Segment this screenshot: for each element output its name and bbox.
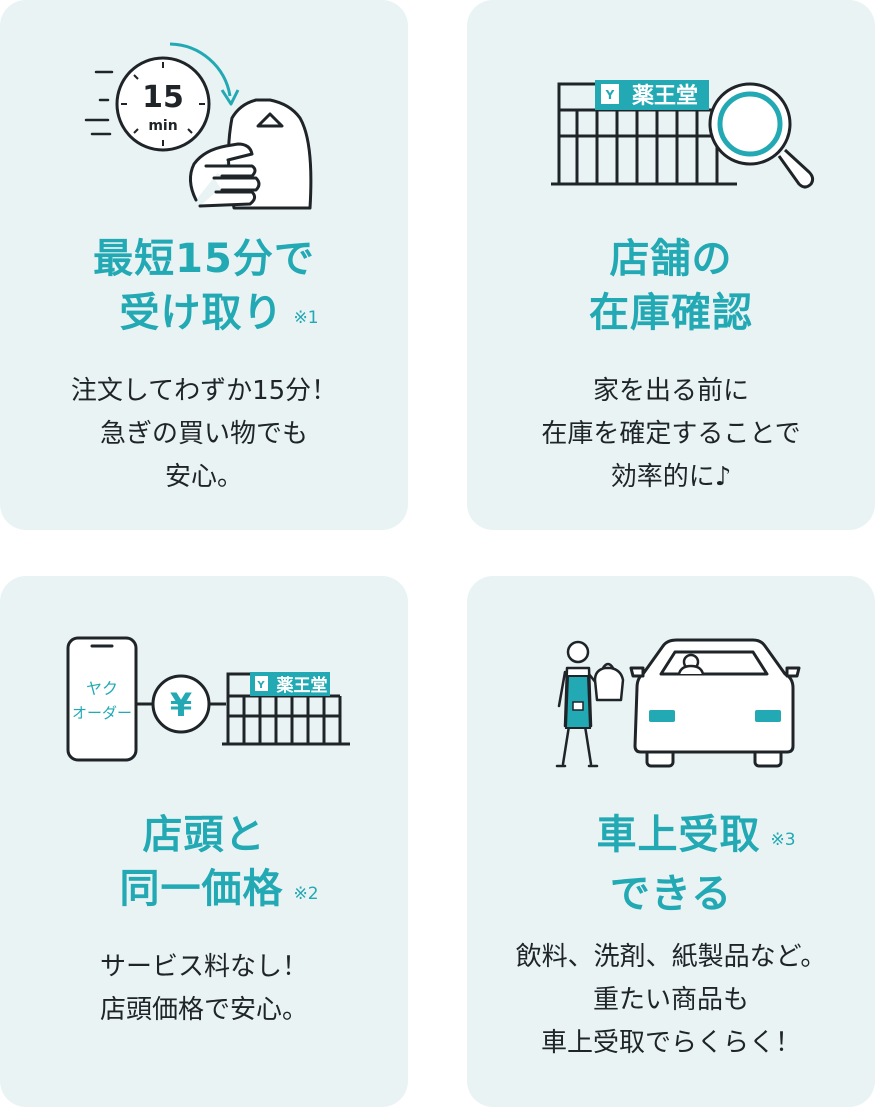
- stopwatch-icon: 15 min: [115, 56, 211, 152]
- title-line-2: 同一価格: [119, 866, 284, 912]
- yen-symbol: ¥: [170, 686, 192, 724]
- car-icon: [629, 638, 801, 768]
- feature-description: 家を出る前に 在庫を確定することで 効率的に♪: [467, 370, 875, 499]
- store-sign-text: 薬王堂: [277, 675, 328, 696]
- feature-title: 車上受取 ※3 できる: [467, 808, 875, 921]
- title-line-1-wrap: 車上受取 ※3: [467, 808, 875, 867]
- timer-number: 15: [142, 80, 184, 115]
- title-line-2-wrap: 受け取り ※1: [0, 286, 408, 345]
- phone-text-1: ヤク: [86, 679, 118, 698]
- desc-line-2: 在庫を確定することで: [541, 419, 801, 449]
- desc-line-2: 重たい商品も: [592, 985, 749, 1015]
- store-icon: [551, 82, 737, 186]
- desc-line-3: 車上受取でらくらく！: [540, 1028, 801, 1058]
- timer-arrow-icon: [169, 42, 232, 97]
- feature-card-curbside-pickup: 車上受取 ※3 できる 飲料、洗剤、紙製品など。 重たい商品も 車上受取でらくらく…: [467, 576, 875, 1107]
- headlight-icon: [649, 710, 781, 722]
- footnote-mark: ※2: [293, 884, 319, 904]
- desc-line-1: 注文してわずか15分！: [70, 376, 338, 406]
- footnote-mark: ※1: [293, 308, 319, 328]
- yen-coin-icon: ¥: [151, 674, 211, 734]
- feature-description: 注文してわずか15分！ 急ぎの買い物でも 安心。: [0, 370, 408, 499]
- phone-yen-store-illustration: ヤク オーダー ¥ Y 薬王堂: [66, 636, 350, 762]
- title-line-1: 店舗の: [609, 236, 733, 282]
- feature-description: サービス料なし！ 店頭価格で安心。: [0, 946, 408, 1032]
- bag-icon: [593, 662, 625, 702]
- store-sign-text: 薬王堂: [632, 84, 698, 109]
- store-icon: [222, 672, 350, 746]
- feature-title: 店舗の 在庫確認: [467, 232, 875, 340]
- store-search-illustration: Y 薬王堂: [551, 80, 815, 189]
- title-line-2: 在庫確認: [589, 290, 753, 336]
- feature-card-stock-check: Y 薬王堂 店舗の 在庫確認 家を出る前に 在庫を確定することで 効率的に♪: [467, 0, 875, 530]
- desc-line-2: 急ぎの買い物でも: [99, 419, 308, 449]
- driver-icon: [677, 653, 705, 675]
- smartphone-icon: ヤク オーダー: [66, 636, 138, 762]
- desc-line-2: 店頭価格で安心。: [99, 995, 308, 1025]
- stopwatch-bag-illustration: 15 min: [84, 42, 313, 210]
- phone-text-2: オーダー: [72, 704, 132, 722]
- store-sign-icon: Y 薬王堂: [250, 672, 330, 696]
- feature-description: 飲料、洗剤、紙製品など。 重たい商品も 車上受取でらくらく！: [467, 936, 875, 1065]
- staff-car-illustration: [555, 638, 801, 768]
- magnifier-icon: [708, 82, 815, 189]
- title-line-1: 車上受取: [596, 812, 761, 858]
- svg-text:Y: Y: [605, 88, 615, 102]
- svg-text:Y: Y: [256, 680, 265, 691]
- store-sign-icon: Y 薬王堂: [595, 80, 709, 110]
- desc-line-1: 家を出る前に: [592, 376, 749, 406]
- footnote-mark: ※3: [770, 830, 796, 850]
- feature-card-pickup-15min: 15 min 最短15分で 受け取り ※1 注文してわずか15分！ 急ぎの買い物で…: [0, 0, 408, 530]
- desc-line-3: 効率的に♪: [610, 462, 732, 492]
- feature-card-same-price: ヤク オーダー ¥ Y 薬王堂 店頭と 同一価格 ※2 サービス料なし！: [0, 576, 408, 1107]
- feature-title: 最短15分で 受け取り ※1: [0, 232, 408, 345]
- title-line-2: できる: [609, 871, 733, 917]
- title-line-1: 最短15分で: [93, 236, 315, 282]
- feature-title: 店頭と 同一価格 ※2: [0, 808, 408, 921]
- title-line-1: 店頭と: [142, 812, 266, 858]
- desc-line-1: 飲料、洗剤、紙製品など。: [515, 942, 827, 972]
- desc-line-3: 安心。: [164, 462, 243, 492]
- desc-line-1: サービス料なし！: [99, 952, 308, 982]
- title-line-2: 受け取り: [119, 290, 284, 336]
- title-line-2-wrap: 同一価格 ※2: [0, 862, 408, 921]
- timer-unit: min: [148, 118, 177, 134]
- speed-lines-icon: [84, 70, 114, 136]
- hand-icon: [189, 142, 261, 208]
